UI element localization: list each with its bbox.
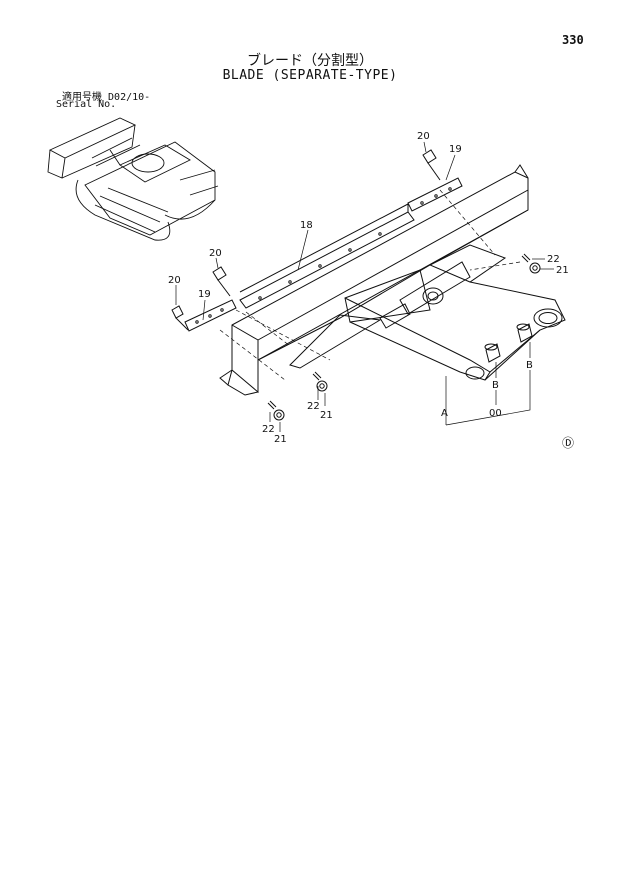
- callout-19-left: 19: [198, 289, 211, 300]
- serial-label-english: Serial No.: [56, 99, 117, 110]
- machine-thumbnail: [47, 117, 219, 241]
- leader-lines: [175, 141, 554, 432]
- nut-21-bot: [273, 409, 285, 421]
- callout-18: 18: [300, 220, 313, 231]
- nut-21-right: [529, 262, 541, 274]
- callout-b-2: B: [526, 360, 533, 371]
- serial-label-jp: 適用号機: [62, 92, 102, 103]
- callout-b-1: B: [492, 380, 499, 391]
- bolt-20-top: [422, 149, 441, 181]
- callout-22-right: 22: [547, 254, 560, 265]
- callout-20-left2: 20: [168, 275, 181, 286]
- page-title-japanese: ブレード（分割型）: [247, 53, 373, 69]
- bushing-b-2: [516, 323, 533, 343]
- callout-a: A: [441, 408, 448, 419]
- spring-22-right: [521, 253, 531, 263]
- cutting-edge-center: [239, 203, 415, 309]
- bolt-20-left2: [171, 305, 189, 331]
- serial-label-japanese: 適用号機 D02/10-: [62, 88, 150, 103]
- callout-20-left: 20: [209, 248, 222, 259]
- page-number: 330: [562, 33, 584, 47]
- callout-20-top: 20: [417, 131, 430, 142]
- spring-22-mid: [312, 371, 322, 381]
- callout-22-bot: 22: [262, 424, 275, 435]
- serial-value: D02/10-: [108, 92, 151, 103]
- cutting-edge-left: [184, 299, 237, 332]
- bolt-20-left: [212, 266, 231, 297]
- callout-19-top: 19: [449, 144, 462, 155]
- callout-21-mid: 21: [320, 410, 333, 421]
- bushing-b-1: [484, 343, 501, 363]
- nut-21-mid: [316, 380, 328, 392]
- corner-mark-text: Ⓓ: [562, 436, 574, 450]
- callout-00: 00: [489, 408, 502, 419]
- corner-mark: Ⓓ: [562, 436, 574, 450]
- callout-21-right: 21: [556, 265, 569, 276]
- cutting-edge-right: [407, 177, 463, 212]
- blade-cylinder: [379, 261, 471, 329]
- page-title: BLADE (SEPARATE-TYPE): [222, 68, 398, 83]
- blade-main-body: [219, 164, 529, 396]
- spring-22-bot: [267, 400, 277, 410]
- callout-22-mid: 22: [307, 401, 320, 412]
- callout-21-bot: 21: [274, 434, 287, 445]
- push-arm-frame: [289, 244, 566, 381]
